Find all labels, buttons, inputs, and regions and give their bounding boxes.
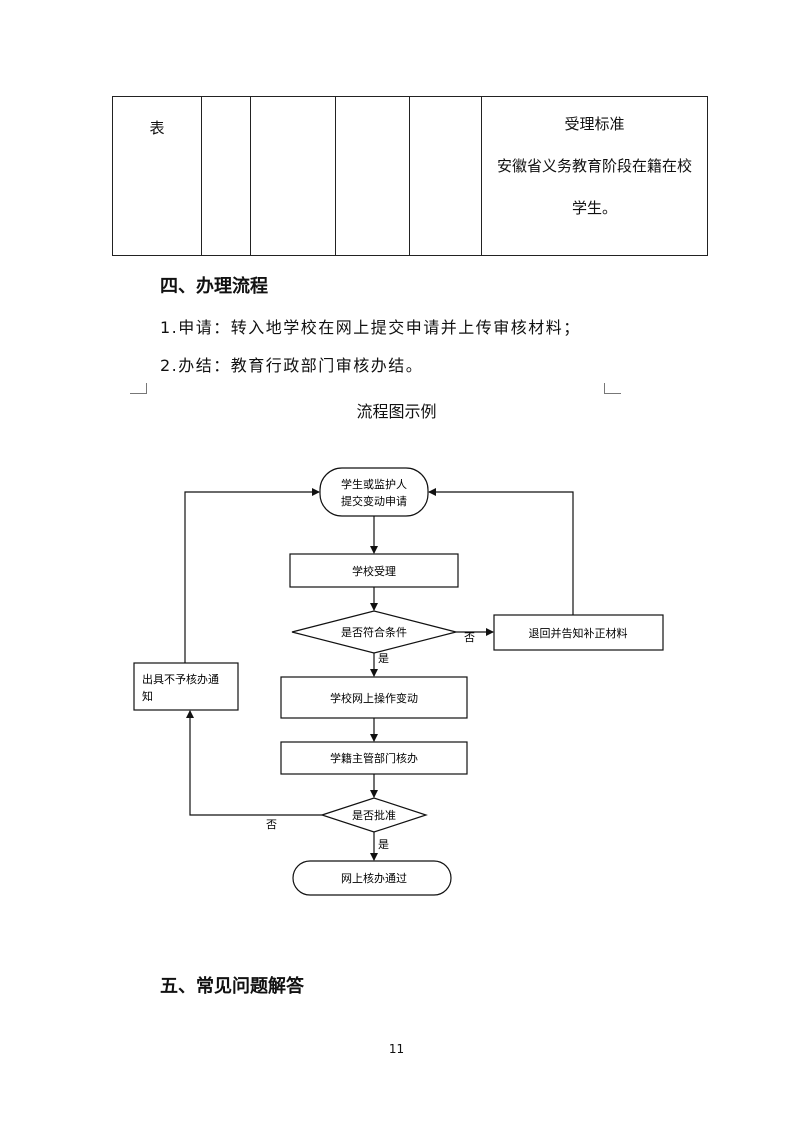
start-node-line2: 提交变动申请 <box>341 494 407 508</box>
svg-text:学校受理: 学校受理 <box>352 564 396 578</box>
svg-text:是否批准: 是否批准 <box>352 808 396 822</box>
reject-notice-node: 出具不予核办通 知 <box>133 662 239 711</box>
info-table: 表 受理标准 安徽省义务教育阶段在籍在校 学生。 <box>112 96 708 256</box>
condition-decision-node: 是否符合条件 <box>291 610 457 654</box>
svg-text:学籍主管部门核办: 学籍主管部门核办 <box>330 751 418 765</box>
start-node-line1: 学生或监护人 <box>341 477 407 491</box>
section-heading-faq: 五、常见问题解答 <box>160 976 304 997</box>
yes-label-condition: 是 <box>378 652 389 665</box>
arrow-approve-to-reject <box>186 710 322 816</box>
page-number: 11 <box>388 1042 405 1056</box>
svg-text:知: 知 <box>142 689 153 703</box>
arrow-reject-to-start <box>184 488 320 663</box>
table-cell-empty <box>335 96 410 256</box>
corner-mark-left <box>130 383 147 394</box>
start-node: 学生或监护人 提交变动申请 <box>319 467 429 517</box>
flow-connectors <box>184 488 574 861</box>
table-row: 表 受理标准 安徽省义务教育阶段在籍在校 学生。 <box>112 96 708 256</box>
table-cell-empty <box>250 96 336 256</box>
yes-label-approve: 是 <box>378 838 389 851</box>
process-step-1: 1.申请：转入地学校在网上提交申请并上传审核材料； <box>160 318 581 337</box>
school-accept-node: 学校受理 <box>289 553 459 588</box>
table-cell-category: 表 <box>112 96 202 256</box>
no-label-approve: 否 <box>266 818 277 831</box>
table-cell-empty <box>201 96 251 256</box>
table-cell-standard: 受理标准 安徽省义务教育阶段在籍在校 学生。 <box>481 96 708 256</box>
svg-text:网上核办通过: 网上核办通过 <box>341 871 407 885</box>
return-supplement-node: 退回并告知补正材料 <box>493 614 664 651</box>
end-node: 网上核办通过 <box>292 860 452 896</box>
svg-text:出具不予核办通: 出具不予核办通 <box>142 672 219 686</box>
process-step-2: 2.办结：教育行政部门审核办结。 <box>160 356 424 375</box>
section-heading-process: 四、办理流程 <box>160 276 268 297</box>
svg-text:退回并告知补正材料: 退回并告知补正材料 <box>529 626 628 640</box>
corner-mark-right <box>604 383 621 394</box>
svg-text:是否符合条件: 是否符合条件 <box>341 625 407 639</box>
no-label-condition: 否 <box>464 631 475 644</box>
svg-text:学校网上操作变动: 学校网上操作变动 <box>330 691 418 705</box>
approve-decision-node: 是否批准 <box>320 797 428 833</box>
table-cell-empty <box>409 96 482 256</box>
flowchart-title: 流程图示例 <box>356 402 437 421</box>
authority-review-node: 学籍主管部门核办 <box>280 741 468 775</box>
online-operation-node: 学校网上操作变动 <box>280 676 468 719</box>
arrow-return-to-start <box>428 488 574 615</box>
